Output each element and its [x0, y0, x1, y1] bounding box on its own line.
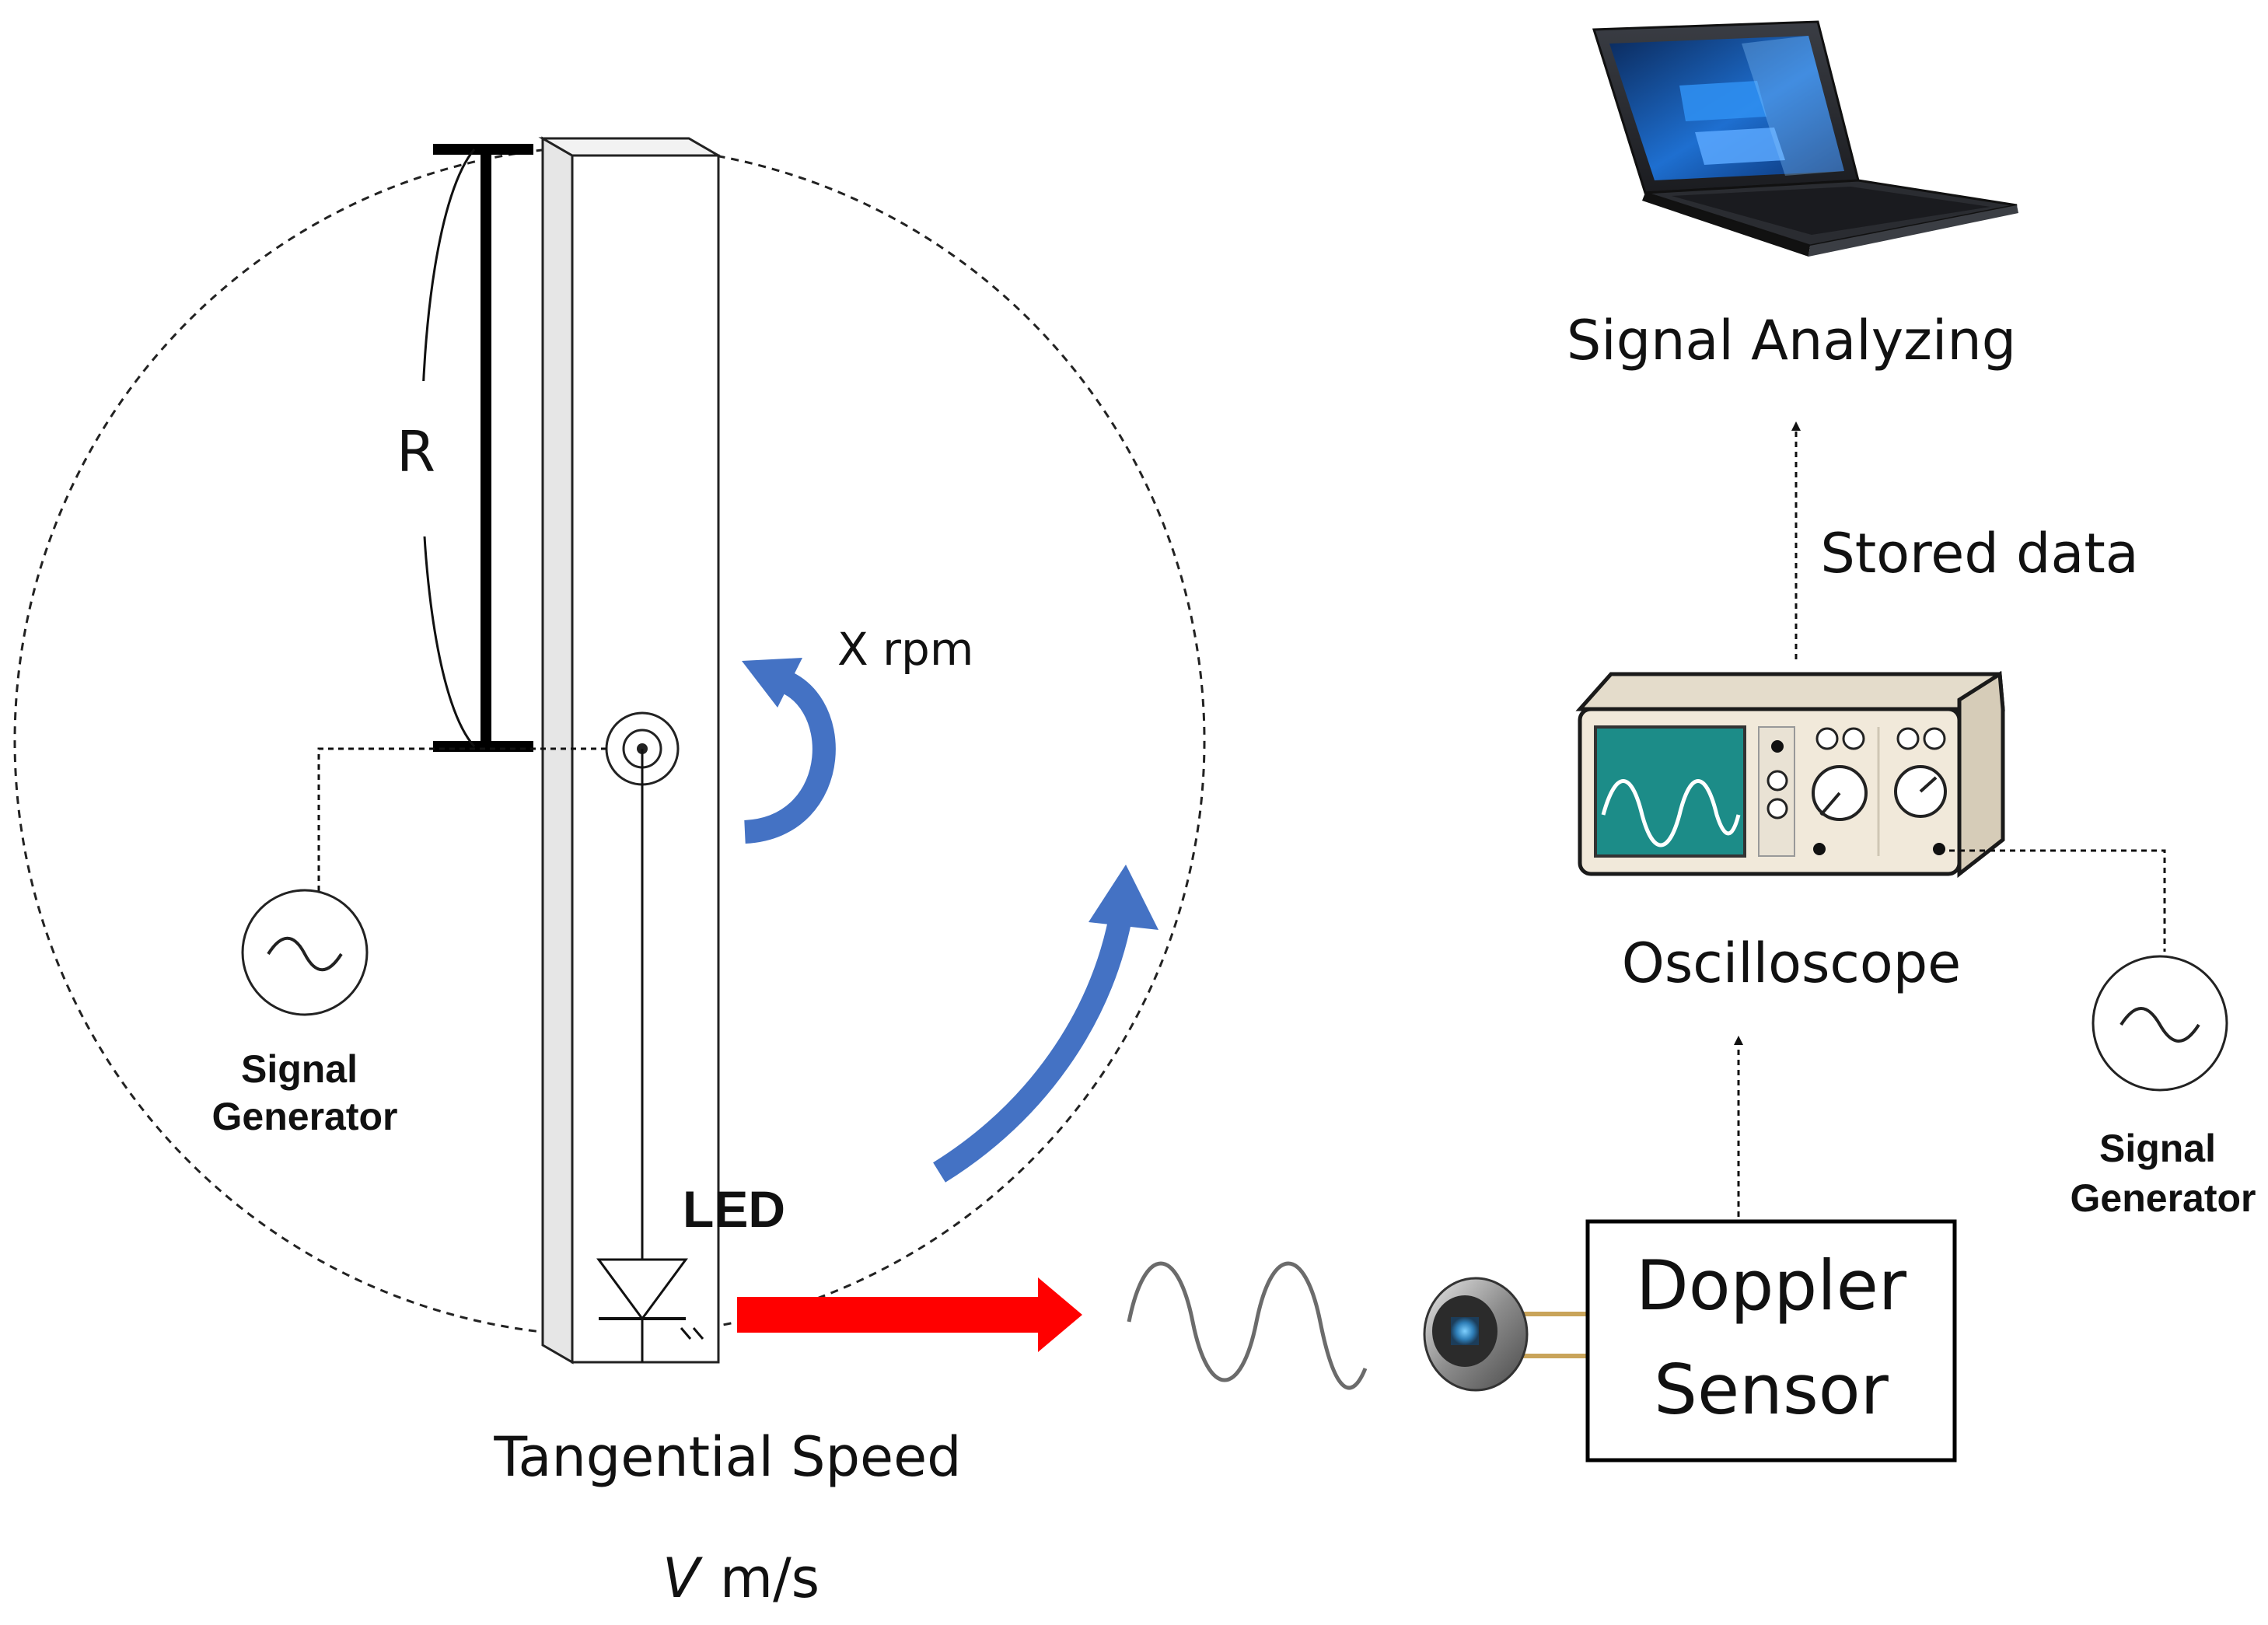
right-signal-generator-label-line1: Signal — [2099, 1127, 2216, 1170]
right-signal-generator-label-line2: Generator — [2071, 1176, 2256, 1220]
sine-source-icon — [2092, 955, 2228, 1092]
wave-signal-icon — [1127, 1261, 1368, 1390]
tangential-motion-arrow-icon — [933, 865, 1158, 1183]
left-signal-generator-label-line2: Generator — [212, 1095, 398, 1138]
oscilloscope-icon — [1575, 670, 2005, 879]
doppler-sensor-box — [1585, 1219, 1957, 1462]
photodiode-icon — [1423, 1277, 1592, 1392]
doppler-sensor-label-line2: Sensor — [1654, 1350, 1889, 1430]
light-beam-arrow-icon — [737, 1277, 1082, 1352]
led-diode-icon — [596, 1258, 704, 1340]
radius-label: R — [397, 419, 435, 484]
speed-variable-label: V — [662, 1546, 703, 1610]
led-label: LED — [683, 1180, 785, 1238]
oscilloscope-label: Oscilloscope — [1622, 931, 1962, 995]
doppler-sensor-label-line1: Doppler — [1636, 1246, 1907, 1326]
signal-analyzing-label: Signal Analyzing — [1567, 309, 2016, 372]
laptop-icon — [1592, 20, 2018, 257]
stored-data-label: Stored data — [1820, 522, 2138, 585]
rotation-label: X rpm — [837, 623, 973, 676]
speed-unit-label: m/s — [720, 1546, 819, 1610]
rotation-arrow-icon — [742, 658, 836, 844]
left-signal-generator-label-line1: Signal — [241, 1047, 358, 1091]
sine-source-icon — [241, 889, 369, 1016]
left-generator-wire — [317, 747, 606, 893]
right-generator-wire — [1939, 849, 2166, 952]
tangential-speed-label: Tangential Speed — [493, 1425, 961, 1489]
radius-indicator — [389, 144, 533, 752]
